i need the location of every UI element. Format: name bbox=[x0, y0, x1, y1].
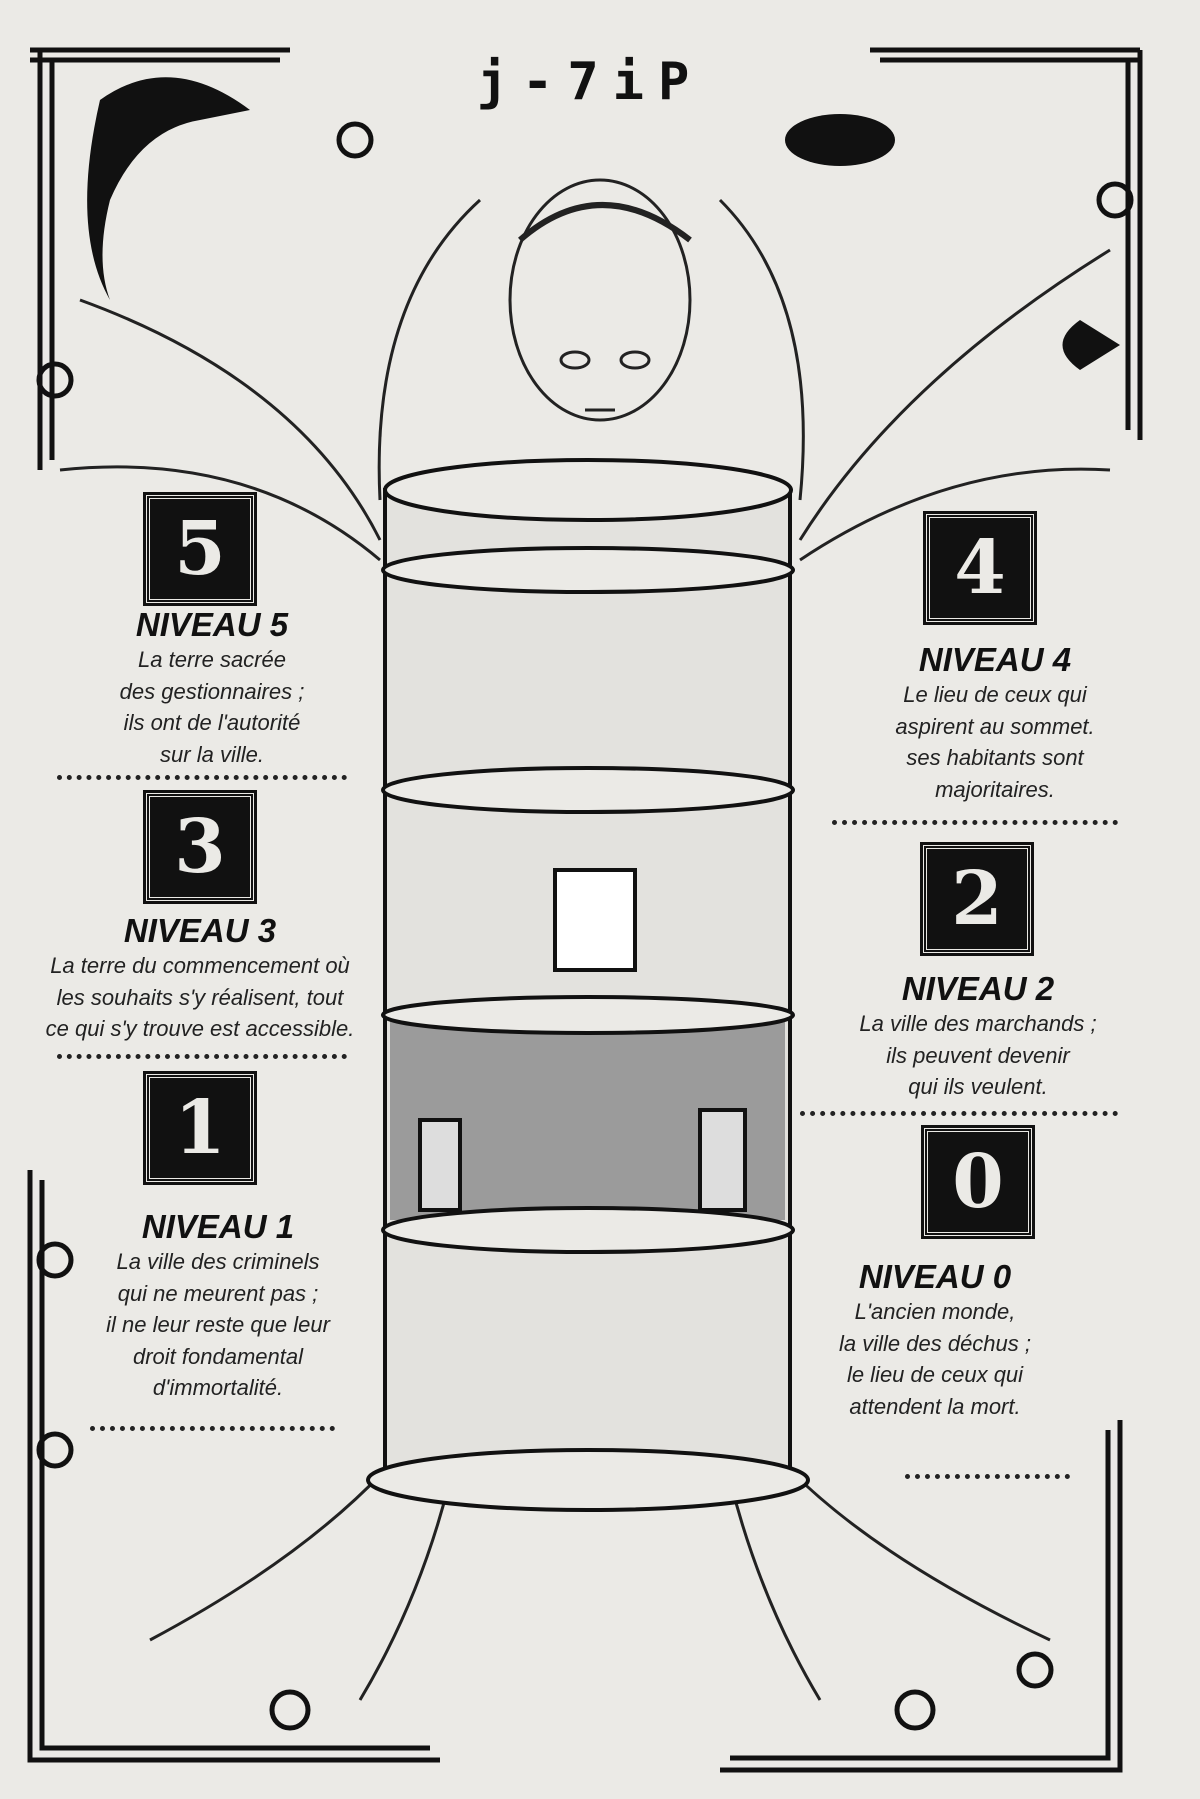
level-1-line: La ville des criminels bbox=[116, 1249, 320, 1274]
dotted-divider bbox=[90, 1426, 335, 1431]
level-3-badge: 3 bbox=[143, 790, 257, 904]
level-2-line: qui ils veulent. bbox=[908, 1074, 1048, 1099]
level-3-line: ce qui s'y trouve est accessible. bbox=[45, 1016, 355, 1041]
level-5-heading: NIVEAU 5 bbox=[135, 606, 289, 643]
level-0-line: L'ancien monde, bbox=[854, 1299, 1016, 1324]
dotted-divider bbox=[57, 775, 347, 780]
level-4-line: majoritaires. bbox=[935, 776, 1055, 802]
tower bbox=[366, 458, 810, 1512]
level-0-heading: NIVEAU 0 bbox=[858, 1258, 1012, 1295]
level-1-line: qui ne meurent pas ; bbox=[117, 1280, 319, 1306]
level-1-block: NIVEAU 1 La ville des criminels qui ne m… bbox=[106, 1208, 330, 1404]
level-4-line: Le lieu de ceux qui bbox=[903, 682, 1087, 707]
level-4-heading: NIVEAU 4 bbox=[918, 641, 1072, 678]
level-3-heading: NIVEAU 3 bbox=[123, 912, 277, 949]
dotted-divider bbox=[57, 1054, 347, 1059]
level-1-badge: 1 bbox=[143, 1071, 257, 1185]
level-1-line: droit fondamental bbox=[132, 1343, 303, 1369]
level-3-line: les souhaits s'y réalisent, tout bbox=[56, 984, 344, 1010]
level-0-badge: 0 bbox=[921, 1125, 1035, 1239]
level-2-line: ils peuvent devenir bbox=[886, 1042, 1070, 1068]
level-0-line: attendent la mort. bbox=[849, 1393, 1021, 1419]
level-5-line: ils ont de l'autorité bbox=[123, 710, 301, 735]
level-4-line: ses habitants sont bbox=[906, 745, 1084, 770]
level-2-badge: 2 bbox=[920, 842, 1034, 956]
dotted-divider bbox=[832, 820, 1118, 825]
dotted-divider bbox=[800, 1111, 1118, 1116]
tree bbox=[59, 178, 1111, 1701]
level-5-line: des gestionnaires ; bbox=[119, 678, 305, 704]
level-4-badge: 4 bbox=[923, 511, 1037, 625]
level-3-line: La terre du commencement où bbox=[50, 953, 350, 978]
level-5-block: NIVEAU 5 La terre sacrée des gestionnair… bbox=[120, 606, 305, 770]
level-2-line: La ville des marchands ; bbox=[859, 1011, 1097, 1036]
page-title: j-7iP bbox=[476, 52, 704, 112]
level-2-heading: NIVEAU 2 bbox=[901, 970, 1055, 1007]
dotted-divider bbox=[905, 1474, 1070, 1479]
level-2-block: NIVEAU 2 La ville des marchands ; ils pe… bbox=[859, 970, 1096, 1103]
creatures bbox=[87, 77, 1120, 370]
level-4-block: NIVEAU 4 Le lieu de ceux qui aspirent au… bbox=[895, 641, 1094, 805]
level-5-line: La terre sacrée bbox=[138, 647, 286, 672]
level-1-line: il ne leur reste que leur bbox=[106, 1312, 330, 1337]
level-1-line: d'immortalité. bbox=[152, 1375, 284, 1400]
level-5-line: sur la ville. bbox=[160, 741, 264, 767]
level-1-heading: NIVEAU 1 bbox=[141, 1208, 295, 1245]
level-3-block: NIVEAU 3 La terre du commencement où les… bbox=[46, 912, 355, 1045]
celtic-frame bbox=[27, 47, 1143, 1773]
level-0-line: le lieu de ceux qui bbox=[846, 1362, 1024, 1387]
level-0-line: la ville des déchus ; bbox=[839, 1330, 1031, 1356]
level-4-line: aspirent au sommet. bbox=[895, 713, 1095, 739]
level-5-badge: 5 bbox=[143, 492, 257, 606]
level-0-block: NIVEAU 0 L'ancien monde, la ville des dé… bbox=[839, 1258, 1031, 1422]
